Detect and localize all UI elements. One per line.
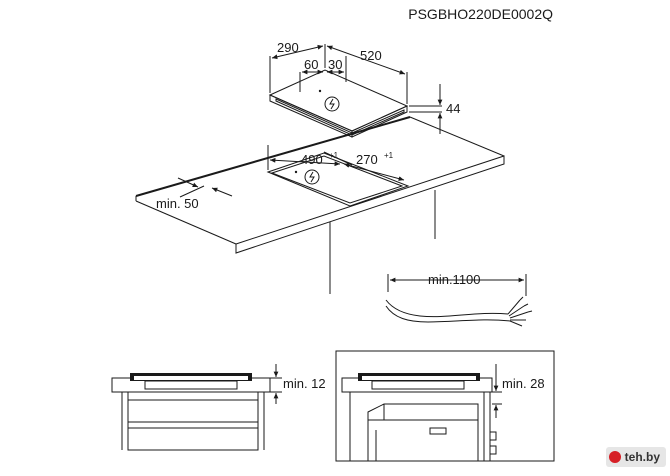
hob-offset-a-label: 60 [304,57,318,72]
cutout-depth-tolerance: +1 [384,151,394,160]
hob-unit [268,69,409,138]
install-detail-right: min. 28 [335,350,555,462]
hob-depth-label: 520 [360,48,382,63]
oven-unit [367,403,479,462]
cutout-dimensions: 490 +1 270 +1 min. 50 [156,145,405,211]
cable-wire-ends [507,299,529,327]
watermark-text: teh.by [624,450,660,464]
worktop-front-edge [235,155,505,254]
right-hob-body [371,380,465,390]
watermark-dot-icon [608,451,621,463]
cutout-width-tolerance: +1 [329,151,339,160]
cutout-width-label: 490 [301,152,323,167]
install-detail-left: min. 12 [111,364,326,451]
hob-offset-b-label: 30 [328,57,342,72]
hob-underside [275,98,405,136]
cable-bottom-line [385,305,511,323]
figure-code: PSGBHO220DE0002Q [408,6,553,22]
edge-min-label: min. 50 [156,196,199,211]
hob-height-label: 44 [446,101,460,116]
power-cable: min.1100 [385,272,533,327]
lightning-icon [329,98,335,110]
left-clearance-label: min. 12 [283,376,326,391]
cutout-lightning-icon [309,171,315,183]
cable-top-line [385,299,509,318]
cable-length-label: min.1100 [428,272,481,287]
left-hob-body [144,380,238,390]
worktop-back-edge [135,116,411,197]
oven-handle [429,427,447,435]
hob-dimensions: 290 520 60 30 44 [269,40,460,134]
hob-width-label: 290 [277,40,299,55]
left-cabinet-drawer [127,399,259,423]
watermark-logo: teh.by [605,447,666,467]
cutout-power-symbol-icon [304,169,320,185]
cutout-depth-label: 270 [356,152,378,167]
hob-indicator-dot [318,89,322,93]
cable-wire-tips [519,296,533,313]
right-clearance-label: min. 28 [502,376,545,391]
hob-power-symbol-icon [324,96,340,112]
right-detail-frame [335,350,555,462]
left-cabinet-drawer-2 [127,427,259,451]
